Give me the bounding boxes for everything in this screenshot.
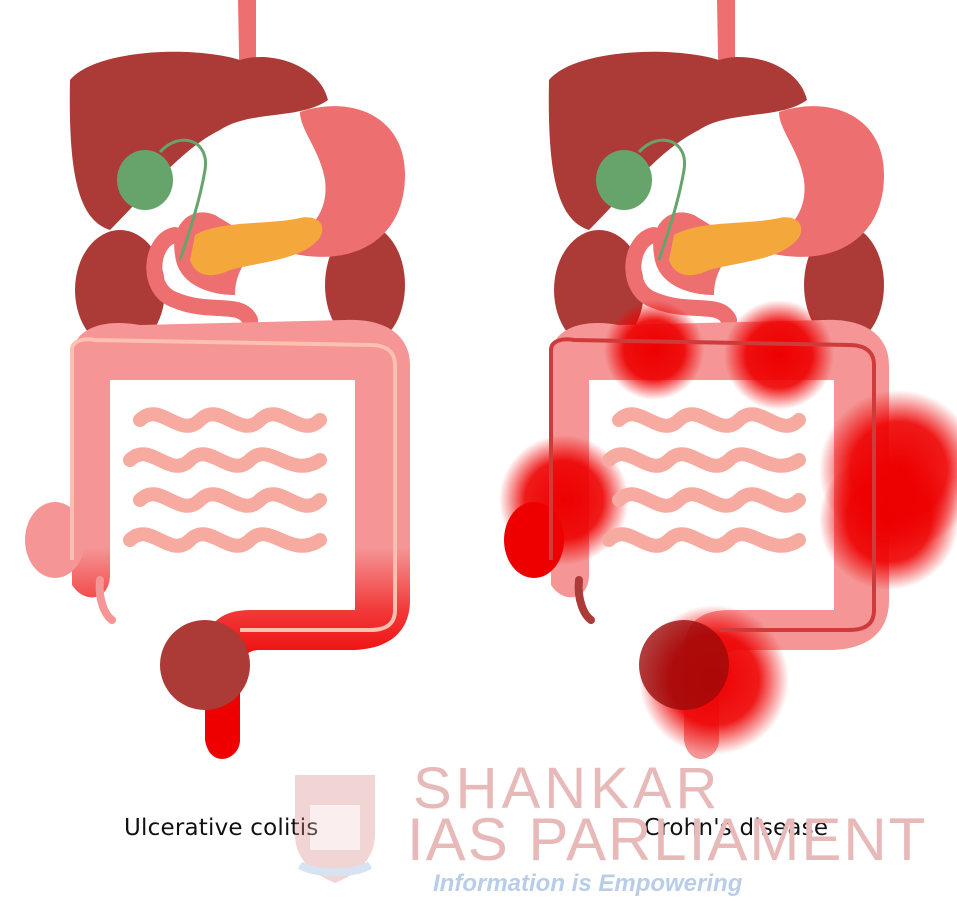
colon-inner-line — [72, 339, 395, 630]
inflammation-patch — [724, 300, 834, 410]
caption-ulcerative-colitis: Ulcerative colitis — [124, 815, 319, 841]
inflammation-patch — [819, 450, 957, 590]
small-intestine — [130, 414, 320, 546]
gallbladder — [117, 150, 173, 210]
small-intestine — [609, 414, 799, 546]
bladder — [160, 620, 250, 710]
bladder — [639, 620, 729, 710]
caption-crohns-disease: Crohn's disease — [644, 815, 828, 841]
cecum — [25, 502, 85, 578]
panel-ulcerative-colitis: Ulcerative colitis — [0, 0, 478, 902]
panel-crohns-disease: Crohn's disease — [479, 0, 957, 902]
digestive-system-illustration-crohns — [479, 0, 957, 802]
gallbladder — [596, 150, 652, 210]
inflammation-patch — [604, 300, 704, 400]
digestive-system-illustration-uc — [0, 0, 478, 802]
